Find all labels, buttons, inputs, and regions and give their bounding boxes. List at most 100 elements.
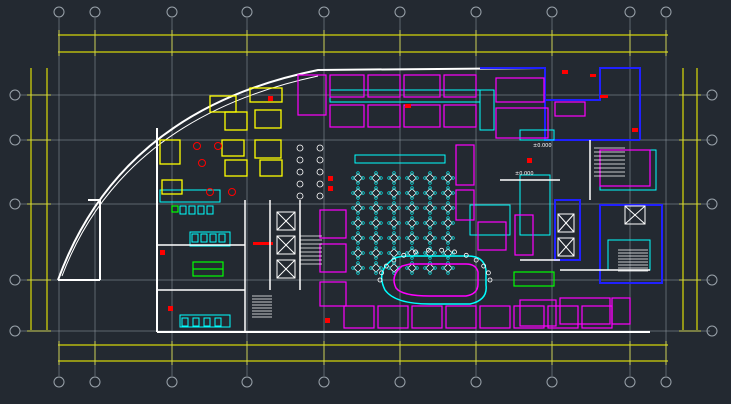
grid-bubble-icon xyxy=(470,6,482,18)
grid-bubble-icon xyxy=(318,6,330,18)
dining-table-icon xyxy=(441,261,455,275)
booth-seat-icon xyxy=(554,101,586,117)
dining-table-icon xyxy=(387,186,401,200)
booth-seat-icon xyxy=(477,221,507,251)
bar-stool xyxy=(473,257,479,263)
office-desk-icon xyxy=(224,159,248,177)
dining-table-icon xyxy=(296,192,304,200)
booth-seat-icon xyxy=(411,305,443,329)
dining-table-icon xyxy=(369,201,383,215)
dining-table-icon xyxy=(351,201,365,215)
dining-table-icon xyxy=(387,231,401,245)
booth-seat-icon xyxy=(329,74,365,98)
cyan-fixture xyxy=(354,154,446,164)
booth-seat-icon xyxy=(513,305,545,329)
grid-bubble-icon xyxy=(89,376,101,388)
level-label-2: ±0.000 xyxy=(533,143,552,149)
cyan-fixture xyxy=(329,89,481,103)
dining-table-icon xyxy=(405,171,419,185)
dining-table-icon xyxy=(316,192,324,200)
booth-seat-icon xyxy=(319,281,347,307)
red-marker xyxy=(268,96,273,101)
red-circle-marker xyxy=(228,188,236,196)
bar-stool xyxy=(487,277,493,283)
grid-bubble-icon xyxy=(9,325,21,337)
glazing xyxy=(480,67,663,284)
red-circle-marker xyxy=(214,142,222,150)
office-desk-icon xyxy=(254,109,282,129)
grid-bubble-icon xyxy=(660,376,672,388)
dining-table-icon xyxy=(441,201,455,215)
bar-stool xyxy=(425,247,431,253)
dining-table-icon xyxy=(441,171,455,185)
bar-stool xyxy=(413,249,418,255)
dining-table-icon xyxy=(296,180,304,188)
grid-bubble-icon xyxy=(706,134,718,146)
toilet-icon xyxy=(206,205,214,215)
bar-stool xyxy=(439,247,445,253)
dining-table-icon xyxy=(423,171,437,185)
dining-table-icon xyxy=(441,246,455,260)
red-circle-marker xyxy=(198,159,206,167)
booth-seat-icon xyxy=(443,104,477,128)
dining-table-icon xyxy=(351,261,365,275)
office-desk-icon xyxy=(221,139,245,157)
bar-stool xyxy=(379,270,384,276)
booth-seat-icon xyxy=(495,107,549,139)
dining-table-icon xyxy=(405,216,419,230)
grid-bubble-icon xyxy=(241,6,253,18)
dining-table-icon xyxy=(405,261,419,275)
dining-table-icon xyxy=(387,216,401,230)
grid-bubble-icon xyxy=(660,6,672,18)
grid-bubble-icon xyxy=(546,376,558,388)
bar-stool xyxy=(486,270,491,276)
red-marker xyxy=(325,318,330,323)
red-markers xyxy=(160,70,638,323)
building-outline xyxy=(57,67,650,333)
dining-table-icon xyxy=(423,216,437,230)
red-marker xyxy=(328,186,333,191)
toilet-icon xyxy=(197,205,205,215)
cyan-fixture xyxy=(519,129,555,141)
toilet-icon xyxy=(192,317,200,327)
grid-bubble-icon xyxy=(706,325,718,337)
booth-seat-icon xyxy=(443,74,477,98)
grid-bubble-icon xyxy=(470,376,482,388)
dining-table-icon xyxy=(423,186,437,200)
bar-counter xyxy=(380,255,487,305)
red-marker xyxy=(328,176,333,181)
dining-table-icon xyxy=(387,261,401,275)
cyan-fixture xyxy=(189,231,231,247)
cyan-fixture xyxy=(179,314,231,328)
dining-table-icon xyxy=(369,246,383,260)
grid-bubble-icon xyxy=(706,89,718,101)
toilet-icon xyxy=(179,205,187,215)
dining-table-icon xyxy=(351,246,365,260)
dining-table-icon xyxy=(316,168,324,176)
grid-bubble-icon xyxy=(624,6,636,18)
stairs xyxy=(252,147,648,318)
bar-stool xyxy=(481,263,487,269)
dining-table-icon xyxy=(351,186,365,200)
dining-table-icon xyxy=(423,201,437,215)
cyan-fixture xyxy=(479,89,495,131)
grid-bubble-icon xyxy=(9,274,21,286)
grid-bubble-icon xyxy=(166,376,178,388)
dining-tables xyxy=(296,144,455,275)
booth-seat-icon xyxy=(581,305,613,329)
cyan-fixture xyxy=(159,189,221,203)
red-marker xyxy=(562,70,568,74)
red-marker xyxy=(590,74,596,77)
grid-bubble-icon xyxy=(318,376,330,388)
office-desk-icon xyxy=(224,111,248,131)
booth-seat-icon xyxy=(559,297,611,325)
dining-table-icon xyxy=(351,171,365,185)
level-label: ±0.000 xyxy=(515,171,534,177)
bar-stool xyxy=(391,257,397,263)
grid-bubble-icon xyxy=(394,6,406,18)
booth-seat-icon xyxy=(367,74,401,98)
green-items xyxy=(171,205,555,287)
red-marker xyxy=(160,250,165,255)
